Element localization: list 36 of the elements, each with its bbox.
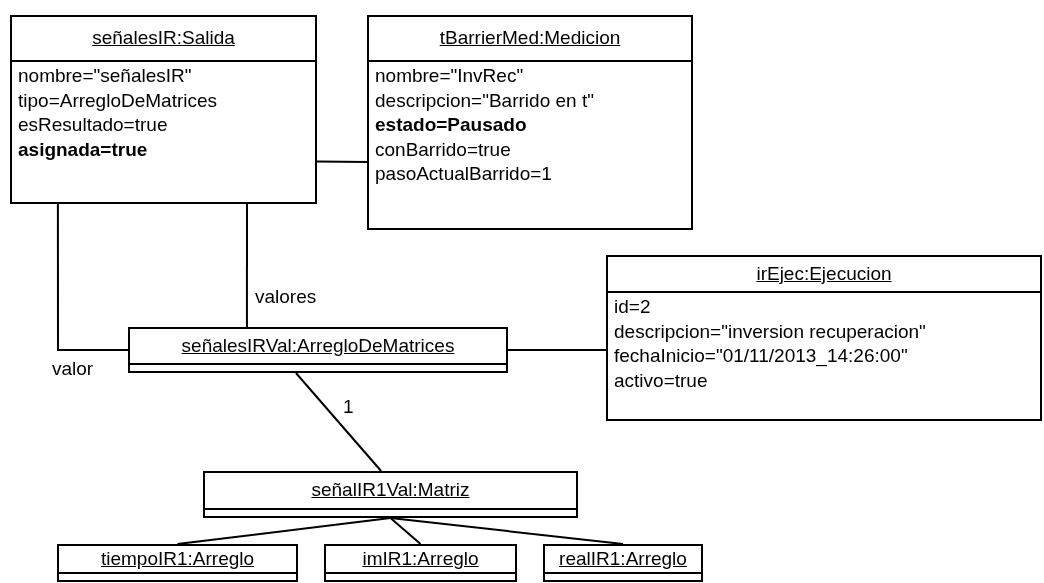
attribute-text: asignada=true [18,137,148,162]
object-name: señalIR1Val:Matriz [311,480,470,501]
attribute-text: descripcion="Barrido en t" [375,88,594,113]
attribute-text: nombre="InvRec" [375,64,524,88]
attribute-text: descripcion="inversion recuperacion" [614,319,926,344]
association-line [245,203,248,328]
association-line [507,348,607,351]
object-box [57,544,298,582]
attribute-text: id=2 [614,295,651,319]
association-line [389,517,422,545]
attribute-text: nombre="señalesIR" [18,64,192,88]
object-box [606,255,1042,421]
object-name: irEjec:Ejecucion [756,263,892,285]
attribute-text: conBarrido=true [375,137,511,162]
attribute-text: tipo=ArregloDeMatrices [18,88,218,113]
attribute-text: estado=Pausado [375,113,527,137]
object-box [203,471,578,518]
object-name: tBarrierMed:Medicion [439,28,621,49]
object-name: realIR1:Arreglo [559,548,687,570]
object-name: tiempoIR1:Arreglo [100,548,255,570]
attribute-text: activo=true [614,368,708,393]
object-name: señalesIR:Salida [92,28,235,49]
object-box [128,327,508,373]
association-line [316,160,368,164]
object-box [367,15,693,230]
object-name: imIR1:Arreglo [362,548,479,570]
object-box [10,15,317,204]
object-name: señalesIRVal:ArregloDeMatrices [181,335,455,357]
attribute-text: fechaInicio="01/11/2013_14:26:00" [614,344,908,369]
object-box [324,544,517,582]
attribute-text: pasoActualBarrido=1 [375,162,552,186]
association-line [56,203,129,351]
association-line [294,372,383,472]
object-box [543,544,703,582]
association-line [176,517,392,545]
attribute-text: esResultado=true [18,113,168,137]
